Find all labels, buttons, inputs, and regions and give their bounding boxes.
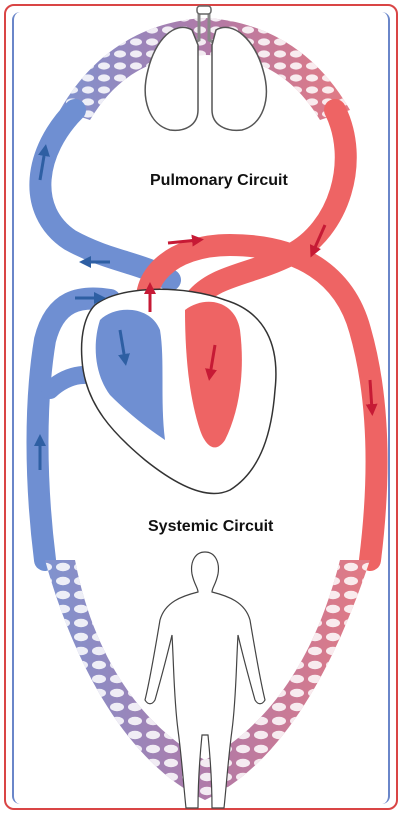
- pulmonary-artery: [40, 110, 170, 280]
- pulmonary-circuit-label: Pulmonary Circuit: [150, 172, 288, 190]
- systemic-circuit-label: Systemic Circuit: [148, 518, 273, 536]
- arrow-aorta-descending: [370, 380, 372, 410]
- pulmonary-capillary-bed: [60, 18, 350, 120]
- heart-icon: [82, 289, 276, 493]
